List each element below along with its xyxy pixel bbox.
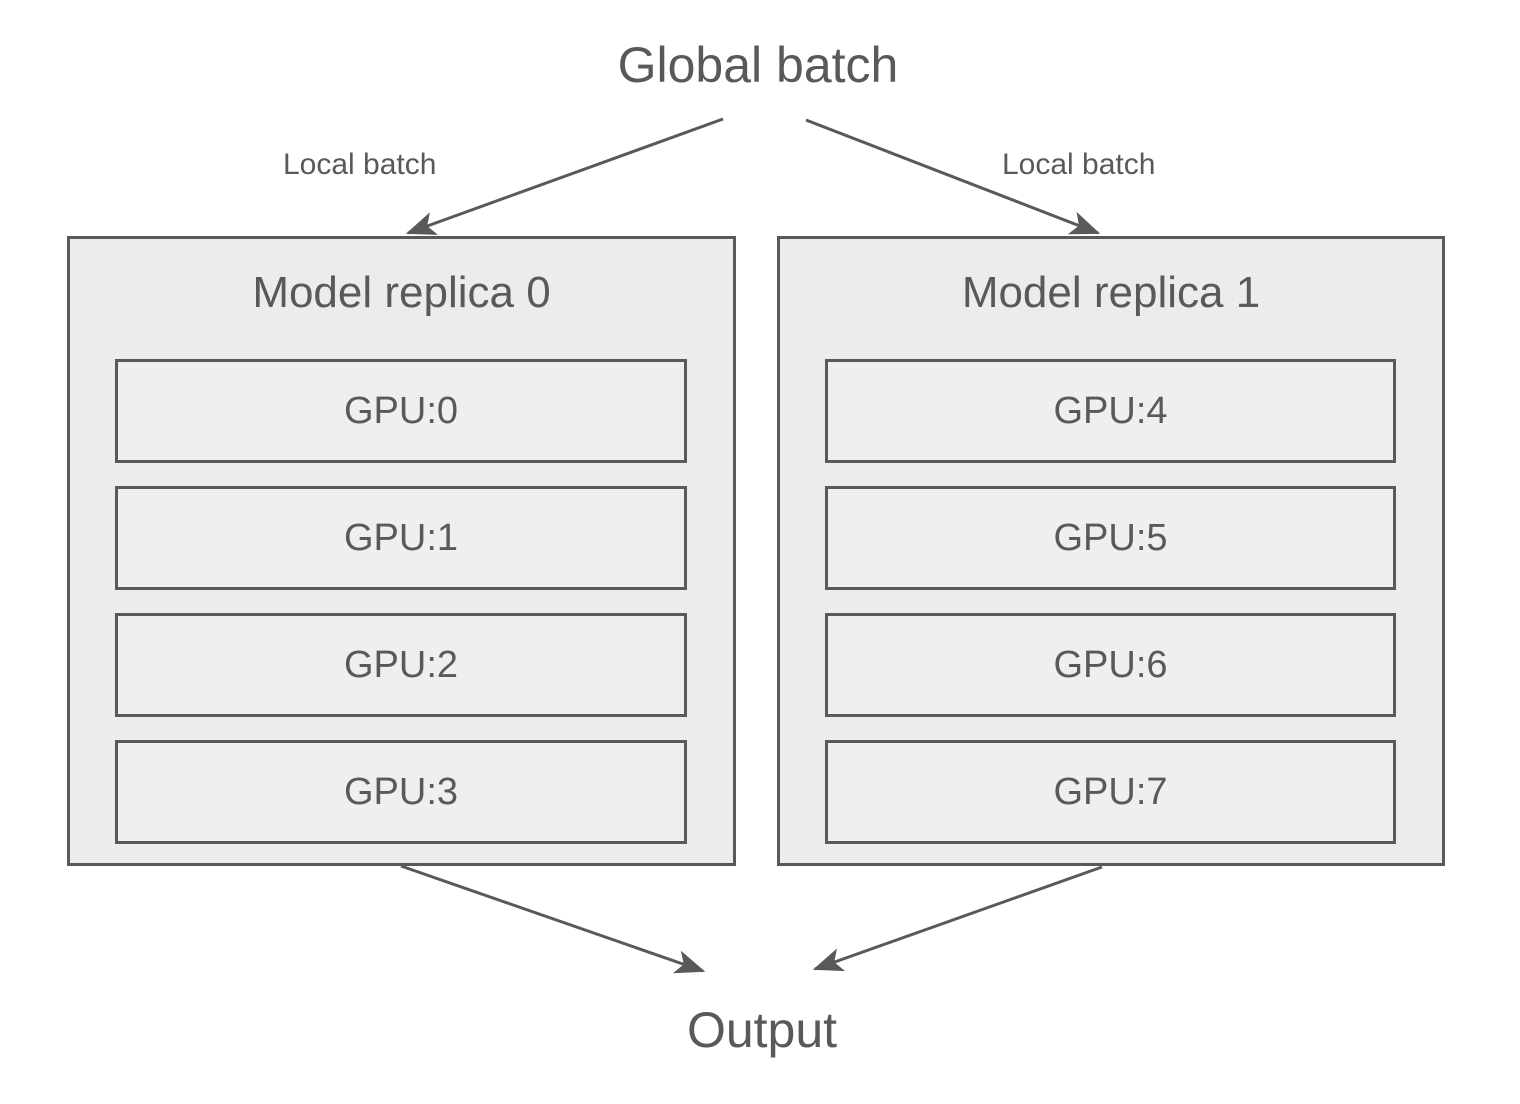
global-batch-title: Global batch <box>617 37 899 93</box>
gpu-box[interactable]: GPU:4 <box>825 359 1396 463</box>
gpu-box[interactable]: GPU:7 <box>825 740 1396 844</box>
arrow-replica-0-to-output <box>400 864 706 974</box>
gpu-box[interactable]: GPU:2 <box>115 613 687 717</box>
gpu-label: GPU:4 <box>1053 390 1168 432</box>
gpu-box[interactable]: GPU:3 <box>115 740 687 844</box>
gpu-box[interactable]: GPU:1 <box>115 486 687 590</box>
gpu-list-replica-0: GPU:0 GPU:1 GPU:2 GPU:3 <box>115 359 687 844</box>
gpu-label: GPU:6 <box>1053 644 1168 686</box>
gpu-list-replica-1: GPU:4 GPU:5 GPU:6 GPU:7 <box>825 359 1396 844</box>
model-replica-1-title: Model replica 1 <box>961 268 1261 317</box>
output-title: Output <box>686 1002 838 1058</box>
model-replica-0-box[interactable]: Model replica 0 GPU:0 GPU:1 GPU:2 GPU:3 <box>67 236 736 866</box>
local-batch-label-right: Local batch <box>1002 148 1156 181</box>
gpu-box[interactable]: GPU:6 <box>825 613 1396 717</box>
model-replica-0-title: Model replica 0 <box>252 268 551 317</box>
arrow-replica-1-to-output <box>812 865 1103 972</box>
arrow-global-to-replica-1 <box>805 118 1101 235</box>
gpu-label: GPU:3 <box>343 771 459 813</box>
gpu-label: GPU:0 <box>343 390 459 432</box>
model-replica-1-box[interactable]: Model replica 1 GPU:4 GPU:5 GPU:6 GPU:7 <box>777 236 1445 866</box>
gpu-label: GPU:2 <box>343 644 459 686</box>
arrow-global-to-replica-0 <box>405 117 724 235</box>
gpu-label: GPU:5 <box>1053 517 1168 559</box>
gpu-box[interactable]: GPU:0 <box>115 359 687 463</box>
gpu-label: GPU:7 <box>1053 771 1168 813</box>
local-batch-label-left: Local batch <box>283 148 437 181</box>
gpu-box[interactable]: GPU:5 <box>825 486 1396 590</box>
gpu-label: GPU:1 <box>343 517 459 559</box>
